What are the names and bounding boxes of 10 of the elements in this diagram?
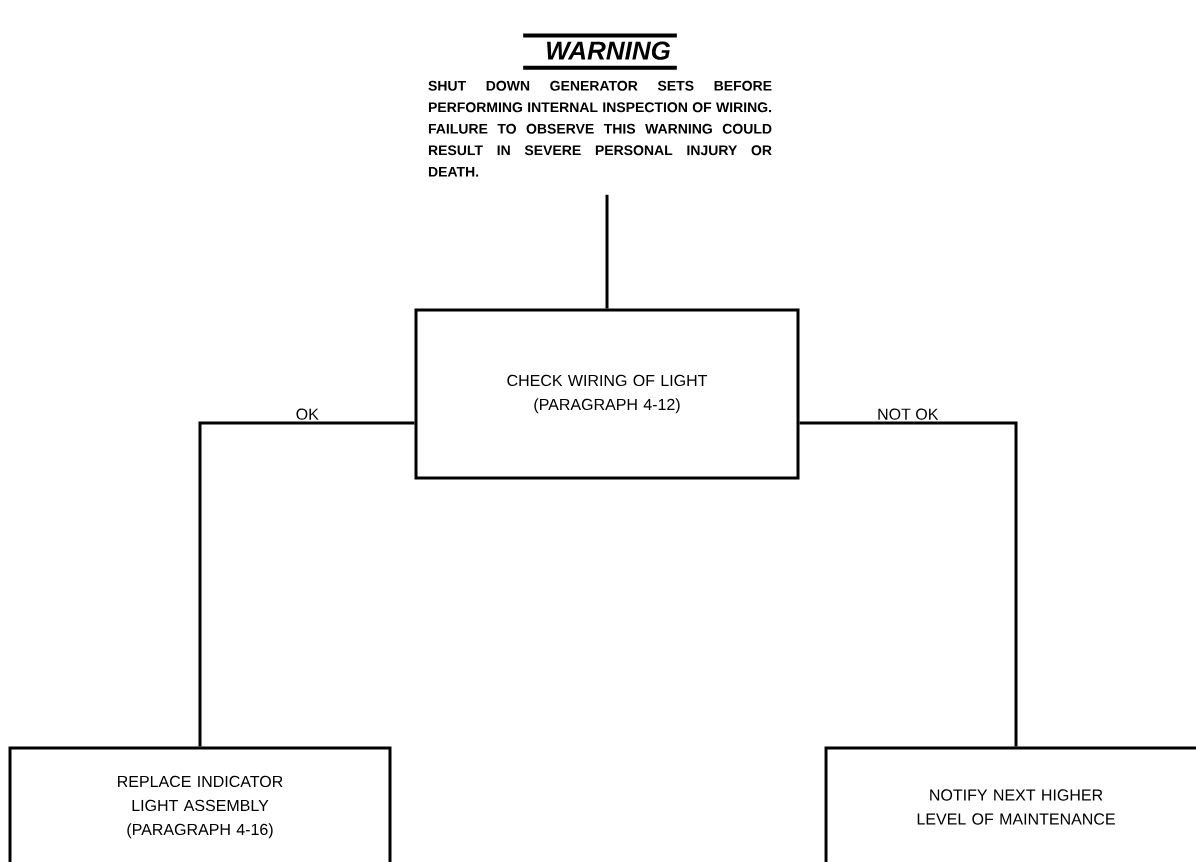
- connector-line: [605, 194, 609, 309]
- warning-heading: WARNING: [523, 33, 677, 70]
- edge-label: NOT OK: [876, 407, 940, 421]
- edge-label: OK: [294, 407, 320, 421]
- process-box: CHECK WIRING OF LIGHT (PARAGRAPH 4-12): [414, 308, 800, 480]
- connector-line: [799, 421, 1018, 747]
- warning-text: SHUT DOWN GENERATOR SETS BEFORE PERFORMING INTERNAL INSPECTION OF WIRING. FAILURE TO OBSERVE THIS WARNING COULD RESULT IN SEVERE PERSONAL INJURY OR DEATH.: [428, 80, 772, 177]
- process-box: REPLACE INDICATOR LIGHT ASSEMBLY (PARAGRAPH 4-16): [8, 746, 392, 862]
- process-box: NOTIFY NEXT HIGHER LEVEL OF MAINTENANCE: [824, 746, 1196, 862]
- connector-line: [198, 421, 415, 747]
